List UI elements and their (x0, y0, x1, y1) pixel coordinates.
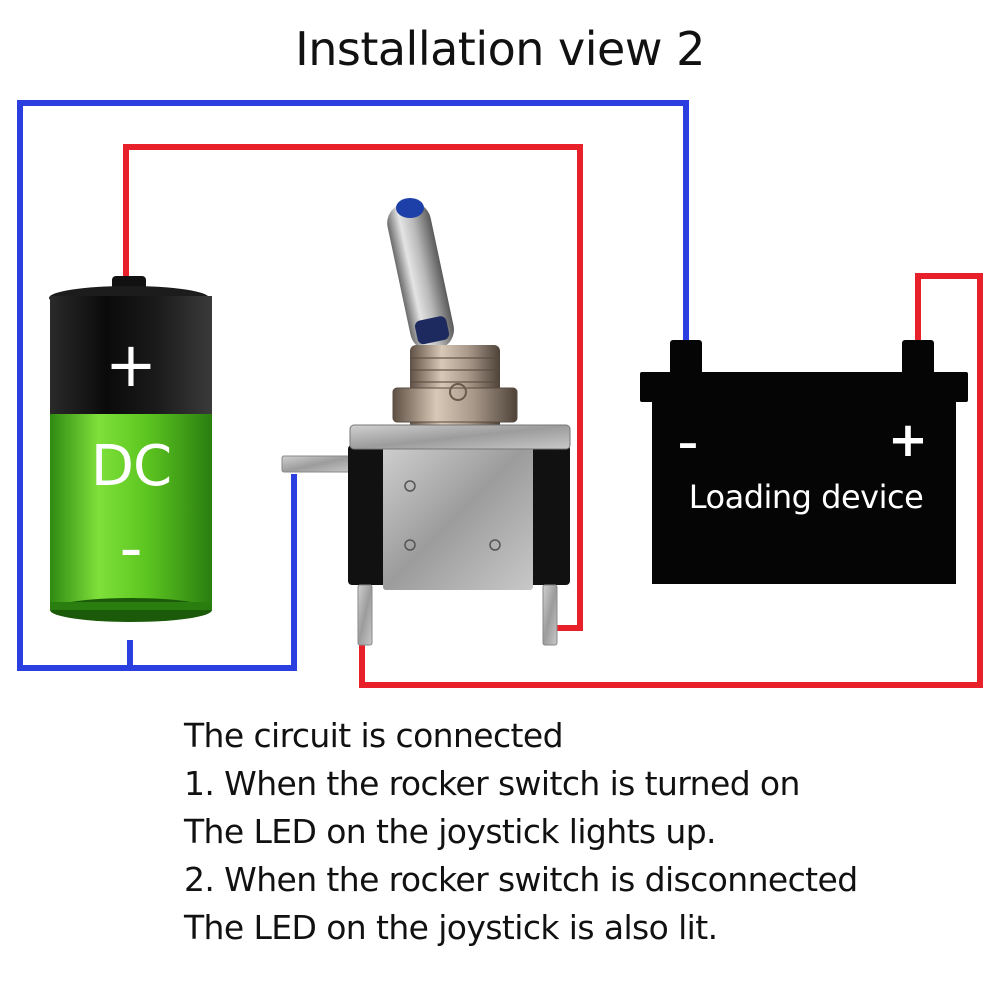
page-title: Installation view 2 (295, 22, 705, 76)
loading-device: - + Loading device (640, 340, 968, 584)
description-line: 2. When the rocker switch is disconnecte… (184, 860, 858, 899)
description-line: The circuit is connected (184, 716, 564, 755)
negative-wire-battery-to-load (17, 100, 689, 671)
switch-lever (387, 202, 454, 351)
battery-plus-sign: + (105, 328, 157, 401)
load-minus-sign: - (677, 407, 699, 477)
toggle-switch (281, 198, 571, 646)
switch-hex-nut (392, 387, 518, 423)
load-body (652, 402, 956, 584)
load-plus-sign: + (888, 412, 928, 468)
switch-led-cap (396, 198, 424, 218)
switch-pin-left (357, 584, 373, 646)
load-positive-terminal (902, 340, 934, 376)
positive-wire-battery-to-switch (123, 144, 583, 631)
battery-charge-level (50, 414, 212, 610)
negative-wire-loop (17, 100, 689, 671)
switch-metal-plate (383, 440, 533, 590)
switch-side-terminal (281, 455, 355, 473)
description-block: The circuit is connected 1. When the roc… (184, 712, 984, 952)
dc-battery: + DC - (49, 276, 212, 622)
battery-body-top (50, 296, 212, 414)
load-lid (640, 372, 968, 402)
battery-minus-sign: - (119, 512, 142, 586)
positive-wire-loop (123, 144, 983, 688)
description-line: 1. When the rocker switch is turned on (184, 764, 800, 803)
battery-dc-label: DC (91, 434, 171, 499)
positive-wire-switch-to-load (359, 273, 983, 688)
negative-wire-battery-to-switch (130, 474, 297, 671)
load-device-label: Loading device (689, 478, 924, 516)
description-line: The LED on the joystick lights up. (184, 812, 717, 851)
load-negative-terminal (670, 340, 702, 376)
switch-pin-right (542, 584, 558, 646)
description-line: The LED on the joystick is also lit. (184, 908, 718, 947)
